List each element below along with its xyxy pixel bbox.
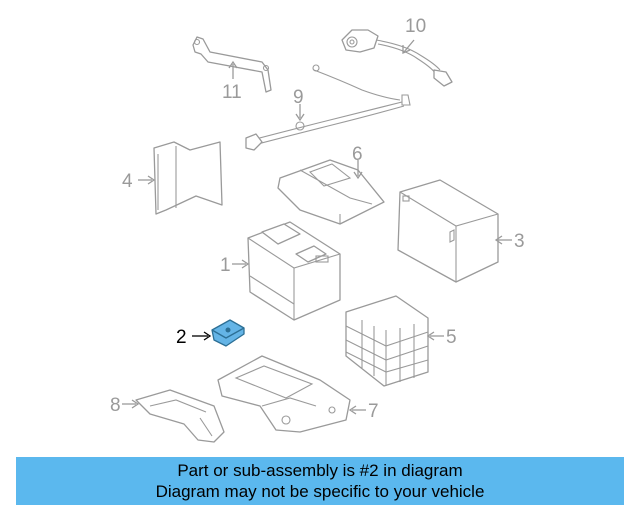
banner-line-2: Diagram may not be specific to your vehi… — [155, 482, 485, 501]
label-1: 1 — [220, 255, 231, 276]
parts-diagram: 11 10 9 4 6 — [110, 16, 525, 443]
part-8-bracket — [122, 389, 225, 443]
part-6-cover — [277, 159, 385, 225]
label-5: 5 — [446, 327, 457, 348]
label-11: 11 — [222, 82, 242, 103]
label-4: 4 — [122, 171, 133, 192]
banner-line-1: Part or sub-assembly is #2 in diagram — [177, 461, 463, 480]
part-9-cable — [245, 64, 411, 151]
part-10-cable — [341, 29, 453, 87]
label-2: 2 — [176, 327, 187, 348]
part-3-battery-box — [397, 179, 512, 283]
info-banner: Part or sub-assembly is #2 in diagram Di… — [16, 457, 624, 505]
part-4-shield — [138, 141, 223, 215]
label-7: 7 — [368, 401, 379, 422]
part-2-hold-down-clamp — [192, 319, 245, 347]
part-1-battery — [232, 221, 341, 321]
part-11-strap — [192, 36, 272, 93]
label-9: 9 — [293, 87, 304, 108]
label-6: 6 — [352, 144, 363, 165]
part-7-tray — [217, 355, 366, 433]
label-3: 3 — [514, 231, 525, 252]
part-5-insulator — [345, 295, 444, 387]
label-10: 10 — [405, 16, 426, 37]
label-8: 8 — [110, 395, 121, 416]
